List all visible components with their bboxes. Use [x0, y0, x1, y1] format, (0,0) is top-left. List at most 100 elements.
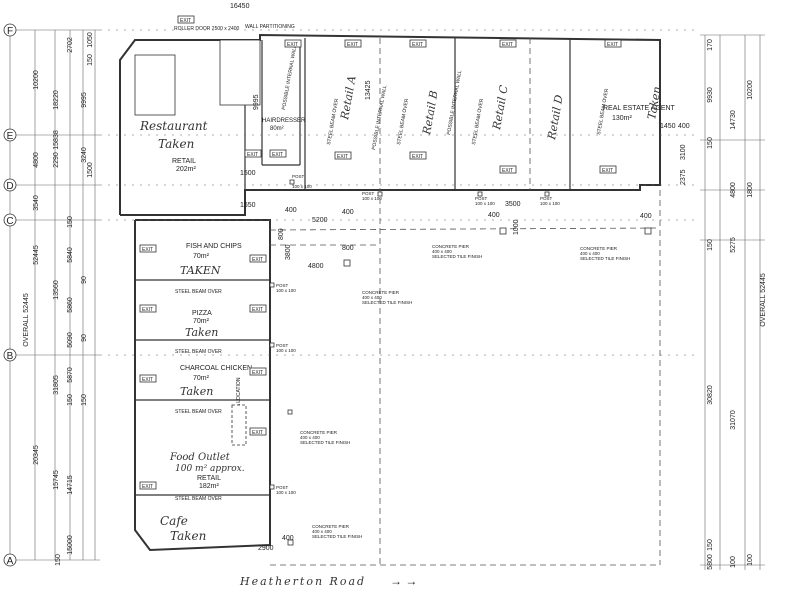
pier-label: CONCRETE PIER — [362, 290, 400, 295]
dim-2375: 2375 — [680, 169, 687, 185]
exit-sign: EXIT — [502, 42, 513, 48]
exit-sign: EXIT — [142, 484, 153, 490]
dim-left: 3240 — [81, 147, 88, 163]
cafe-status: Taken — [170, 529, 206, 543]
road-label: Heatherton Road — [239, 575, 366, 588]
restaurant-status: Taken — [158, 137, 194, 151]
food-label: Food Outlet — [169, 452, 231, 463]
dim-right: 4800 — [730, 182, 737, 198]
steel-beam-label: STEEL BEAM OVER — [175, 289, 222, 295]
cafe-label: Cafe — [160, 514, 188, 528]
steel-beam-label: STEEL BEAM OVER — [175, 349, 222, 355]
chicken-area: 70m² — [193, 375, 210, 382]
post-label: POST — [276, 343, 289, 348]
hairdresser-area: 80m² — [270, 126, 284, 132]
post-label: POST — [276, 283, 289, 288]
dim-left: 150 — [81, 394, 88, 406]
food-type: RETAIL — [197, 475, 221, 482]
post-size: 100 x 100 — [475, 201, 495, 206]
real-estate-area: 130m² — [612, 115, 633, 122]
concrete-piers: CONCRETE PIER 400 x 400 SELECTED TILE FI… — [287, 227, 652, 546]
dim-9995: 9995 — [253, 94, 260, 110]
dim-400: 400 — [678, 123, 690, 130]
dim-left: 1050 — [87, 32, 94, 48]
food-area-note: 100 m² approx. — [175, 464, 245, 474]
svg-text:B: B — [7, 351, 14, 362]
exit-sign: EXIT — [502, 168, 513, 174]
dim-left: 20345 — [33, 445, 40, 465]
dim-right: 1800 — [747, 182, 754, 198]
dim-400: 400 — [285, 207, 297, 214]
dim-left: 5840 — [67, 247, 74, 263]
dim-1450: 1450 — [660, 123, 676, 130]
grid-label-d: D — [3, 178, 17, 192]
pier-finish: SELECTED TILE FINISH — [432, 254, 482, 259]
pier-label: CONCRETE PIER — [300, 430, 338, 435]
exit-signs: EXIT EXIT EXIT EXIT EXIT EXIT EXIT EXIT … — [139, 39, 622, 490]
exit-sign: EXIT — [247, 152, 258, 158]
roller-door-label: ROLLER DOOR 2500 x 2400 — [174, 26, 240, 32]
steel-beam-label: STEEL BEAM OVER — [175, 496, 222, 502]
svg-text:C: C — [6, 216, 13, 227]
pier-label: CONCRETE PIER — [580, 246, 618, 251]
dim-left: 52445 — [33, 245, 40, 265]
dim-400: 400 — [640, 213, 652, 220]
exit-sign: EXIT — [252, 307, 263, 313]
pier-finish: SELECTED TILE FINISH — [300, 440, 350, 445]
road-direction-arrows: → → — [390, 574, 417, 588]
real-estate-label: REAL ESTATE AGENT — [603, 105, 676, 112]
dim-left: 2290 — [53, 152, 60, 168]
svg-text:F: F — [7, 26, 13, 37]
post-label: POST — [292, 174, 305, 179]
dim-400: 400 — [342, 209, 354, 216]
retail-c-label: Retail C — [490, 84, 511, 132]
pizza-area: 70m² — [193, 318, 210, 325]
steel-beam-label: STEEL BEAM OVER — [175, 409, 222, 415]
svg-text:A: A — [7, 556, 14, 567]
retail-b-label: Retail B — [420, 90, 441, 137]
post-size: 100 x 100 — [276, 490, 296, 495]
exit-sign: EXIT — [347, 42, 358, 48]
pier-size: 400 x 400 — [362, 295, 382, 300]
retail-a-label: Retail A — [338, 75, 359, 122]
dim-2900: 2900 — [258, 545, 274, 552]
post-size: 100 x 100 — [292, 184, 312, 189]
dim-3100: 3100 — [680, 144, 687, 160]
exit-sign: EXIT — [412, 42, 423, 48]
dim-3500: 3500 — [505, 201, 521, 208]
exit-sign: EXIT — [412, 154, 423, 160]
dim-4800: 4800 — [308, 263, 324, 270]
dim-right: 5800 — [707, 554, 714, 570]
wall-partition-label: WALL PARTITIONING — [245, 24, 295, 30]
grid-label-b: B — [3, 348, 17, 362]
dim-left: 18220 — [53, 90, 60, 110]
svg-text:E: E — [7, 131, 14, 142]
dim-left: 13560 — [53, 280, 60, 300]
pizza-label: PIZZA — [192, 310, 212, 317]
pier-finish: SELECTED TILE FINISH — [580, 256, 630, 261]
dim-left: 150 — [67, 216, 74, 228]
exit-sign: EXIT — [142, 377, 153, 383]
dim-left: 15838 — [53, 130, 60, 150]
dim-1500: 1500 — [240, 170, 256, 177]
dim-right: 14730 — [730, 110, 737, 130]
dim-1000: 1000 — [513, 219, 520, 235]
pier-size: 400 x 400 — [432, 249, 452, 254]
exit-sign: EXIT — [287, 42, 298, 48]
post-label: POST — [362, 191, 375, 196]
dim-right: 100 — [747, 554, 754, 566]
dim-800: 800 — [278, 228, 285, 240]
dim-right-overall: OVERALL 52445 — [760, 273, 767, 327]
exit-sign: EXIT — [337, 154, 348, 160]
retail-d-label: Retail D — [545, 94, 566, 142]
dim-left: 10200 — [33, 70, 40, 90]
right-dimension-lines — [700, 34, 765, 570]
dim-left: 15000 — [67, 535, 74, 555]
exit-sign: EXIT — [252, 430, 263, 436]
exit-sign: EXIT — [602, 168, 613, 174]
post-size: 100 x 100 — [540, 201, 560, 206]
fish-area: 70m² — [193, 253, 210, 260]
building-outline — [119, 33, 661, 565]
dim-right: 170 — [707, 39, 714, 51]
fish-label: FISH AND CHIPS — [186, 243, 242, 250]
